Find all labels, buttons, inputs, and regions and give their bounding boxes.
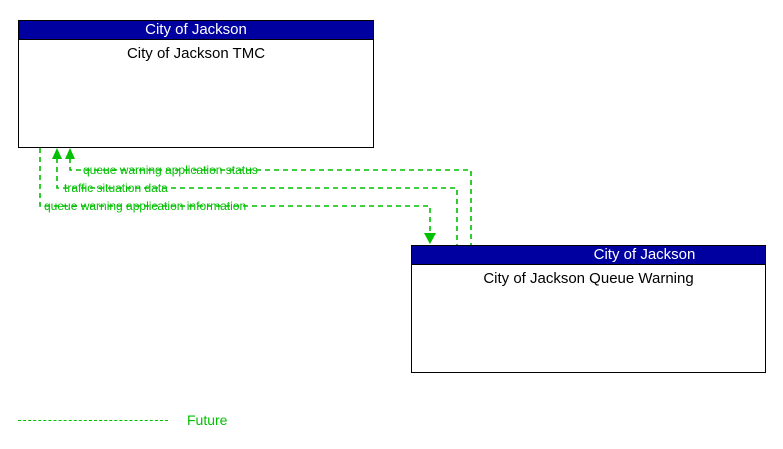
legend-swatch-future-dashed-line [18, 420, 168, 421]
element-box-name-label: City of Jackson TMC [126, 45, 266, 62]
legend: Future [18, 411, 278, 433]
element-box-stakeholder-label: City of Jackson [19, 21, 373, 40]
flow-label-queue-warning-application-status[interactable]: queue warning application status [83, 163, 258, 177]
arrowhead-up-icon [65, 148, 75, 159]
arrowhead-up-icon [52, 148, 62, 159]
legend-label-future: Future [187, 412, 228, 428]
element-box-city-of-jackson-queue-warning[interactable]: City of Jackson City of Jackson Queue Wa… [411, 245, 766, 373]
flow-label-traffic-situation-data[interactable]: traffic situation data [64, 181, 168, 195]
element-box-city-of-jackson-tmc[interactable]: City of Jackson City of Jackson TMC [18, 20, 374, 148]
arrowhead-down-icon [424, 233, 436, 244]
flow-label-queue-warning-application-information[interactable]: queue warning application information [44, 199, 247, 213]
element-box-stakeholder-label: City of Jackson [412, 246, 765, 265]
element-box-name-label: City of Jackson Queue Warning [483, 270, 694, 287]
